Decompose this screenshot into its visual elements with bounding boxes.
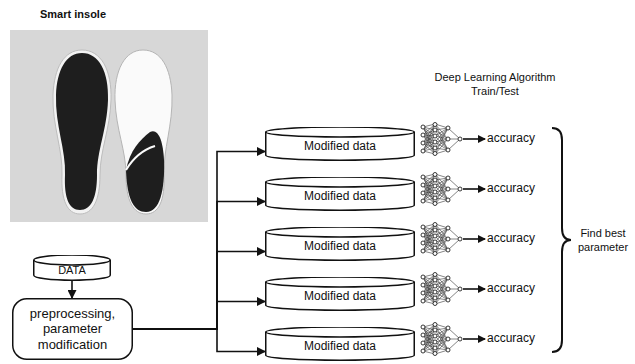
data-cylinder: DATA (33, 255, 111, 281)
node-text: Modified data (265, 189, 415, 203)
node-text: Modified data (265, 239, 415, 253)
flow-arrow (133, 201, 265, 329)
data-cylinder: Modified data (265, 177, 415, 211)
neural-net-icon (421, 123, 462, 156)
result-arrow (463, 338, 485, 340)
node-text: DATA (33, 264, 111, 277)
flow-arrow (133, 151, 265, 329)
node-text: Modified data (265, 139, 415, 153)
neural-net-icon (421, 323, 462, 356)
node-text: preprocessing, parameter modification (12, 306, 133, 353)
result-label: accuracy (487, 231, 549, 247)
photo-panel: Smart insole (10, 30, 208, 222)
data-cylinder: Modified data (265, 127, 415, 161)
neural-net-icon (421, 273, 462, 306)
result-arrow (463, 188, 485, 190)
data-cylinder: Modified data (265, 227, 415, 261)
flow-arrow (71, 281, 73, 298)
result-label: accuracy (487, 181, 549, 197)
result-arrow (463, 238, 485, 240)
node-text: Modified data (265, 339, 415, 353)
flow-arrow (133, 301, 265, 329)
flow-arrow (133, 329, 265, 351)
flow-arrow (133, 251, 265, 329)
result-label: accuracy (487, 281, 549, 297)
result-label: accuracy (487, 131, 549, 147)
panel-heading: Smart insole (40, 8, 106, 20)
result-arrow (463, 288, 485, 290)
process-box: preprocessing, parameter modification (12, 298, 133, 360)
neural-net-icon (421, 173, 462, 206)
result-label: accuracy (487, 331, 549, 347)
data-cylinder: Modified data (265, 277, 415, 311)
curly-brace (552, 128, 571, 352)
data-cylinder: Modified data (265, 327, 415, 361)
section-heading: Deep Learning Algorithm Train/Test (420, 70, 570, 99)
photo-ground (10, 30, 208, 222)
white-insole (115, 50, 172, 214)
result-arrow (463, 138, 485, 140)
note-text: Find best parameter (574, 226, 632, 255)
black-insole (53, 50, 111, 214)
node-text: Modified data (265, 289, 415, 303)
neural-net-icon (421, 223, 462, 256)
